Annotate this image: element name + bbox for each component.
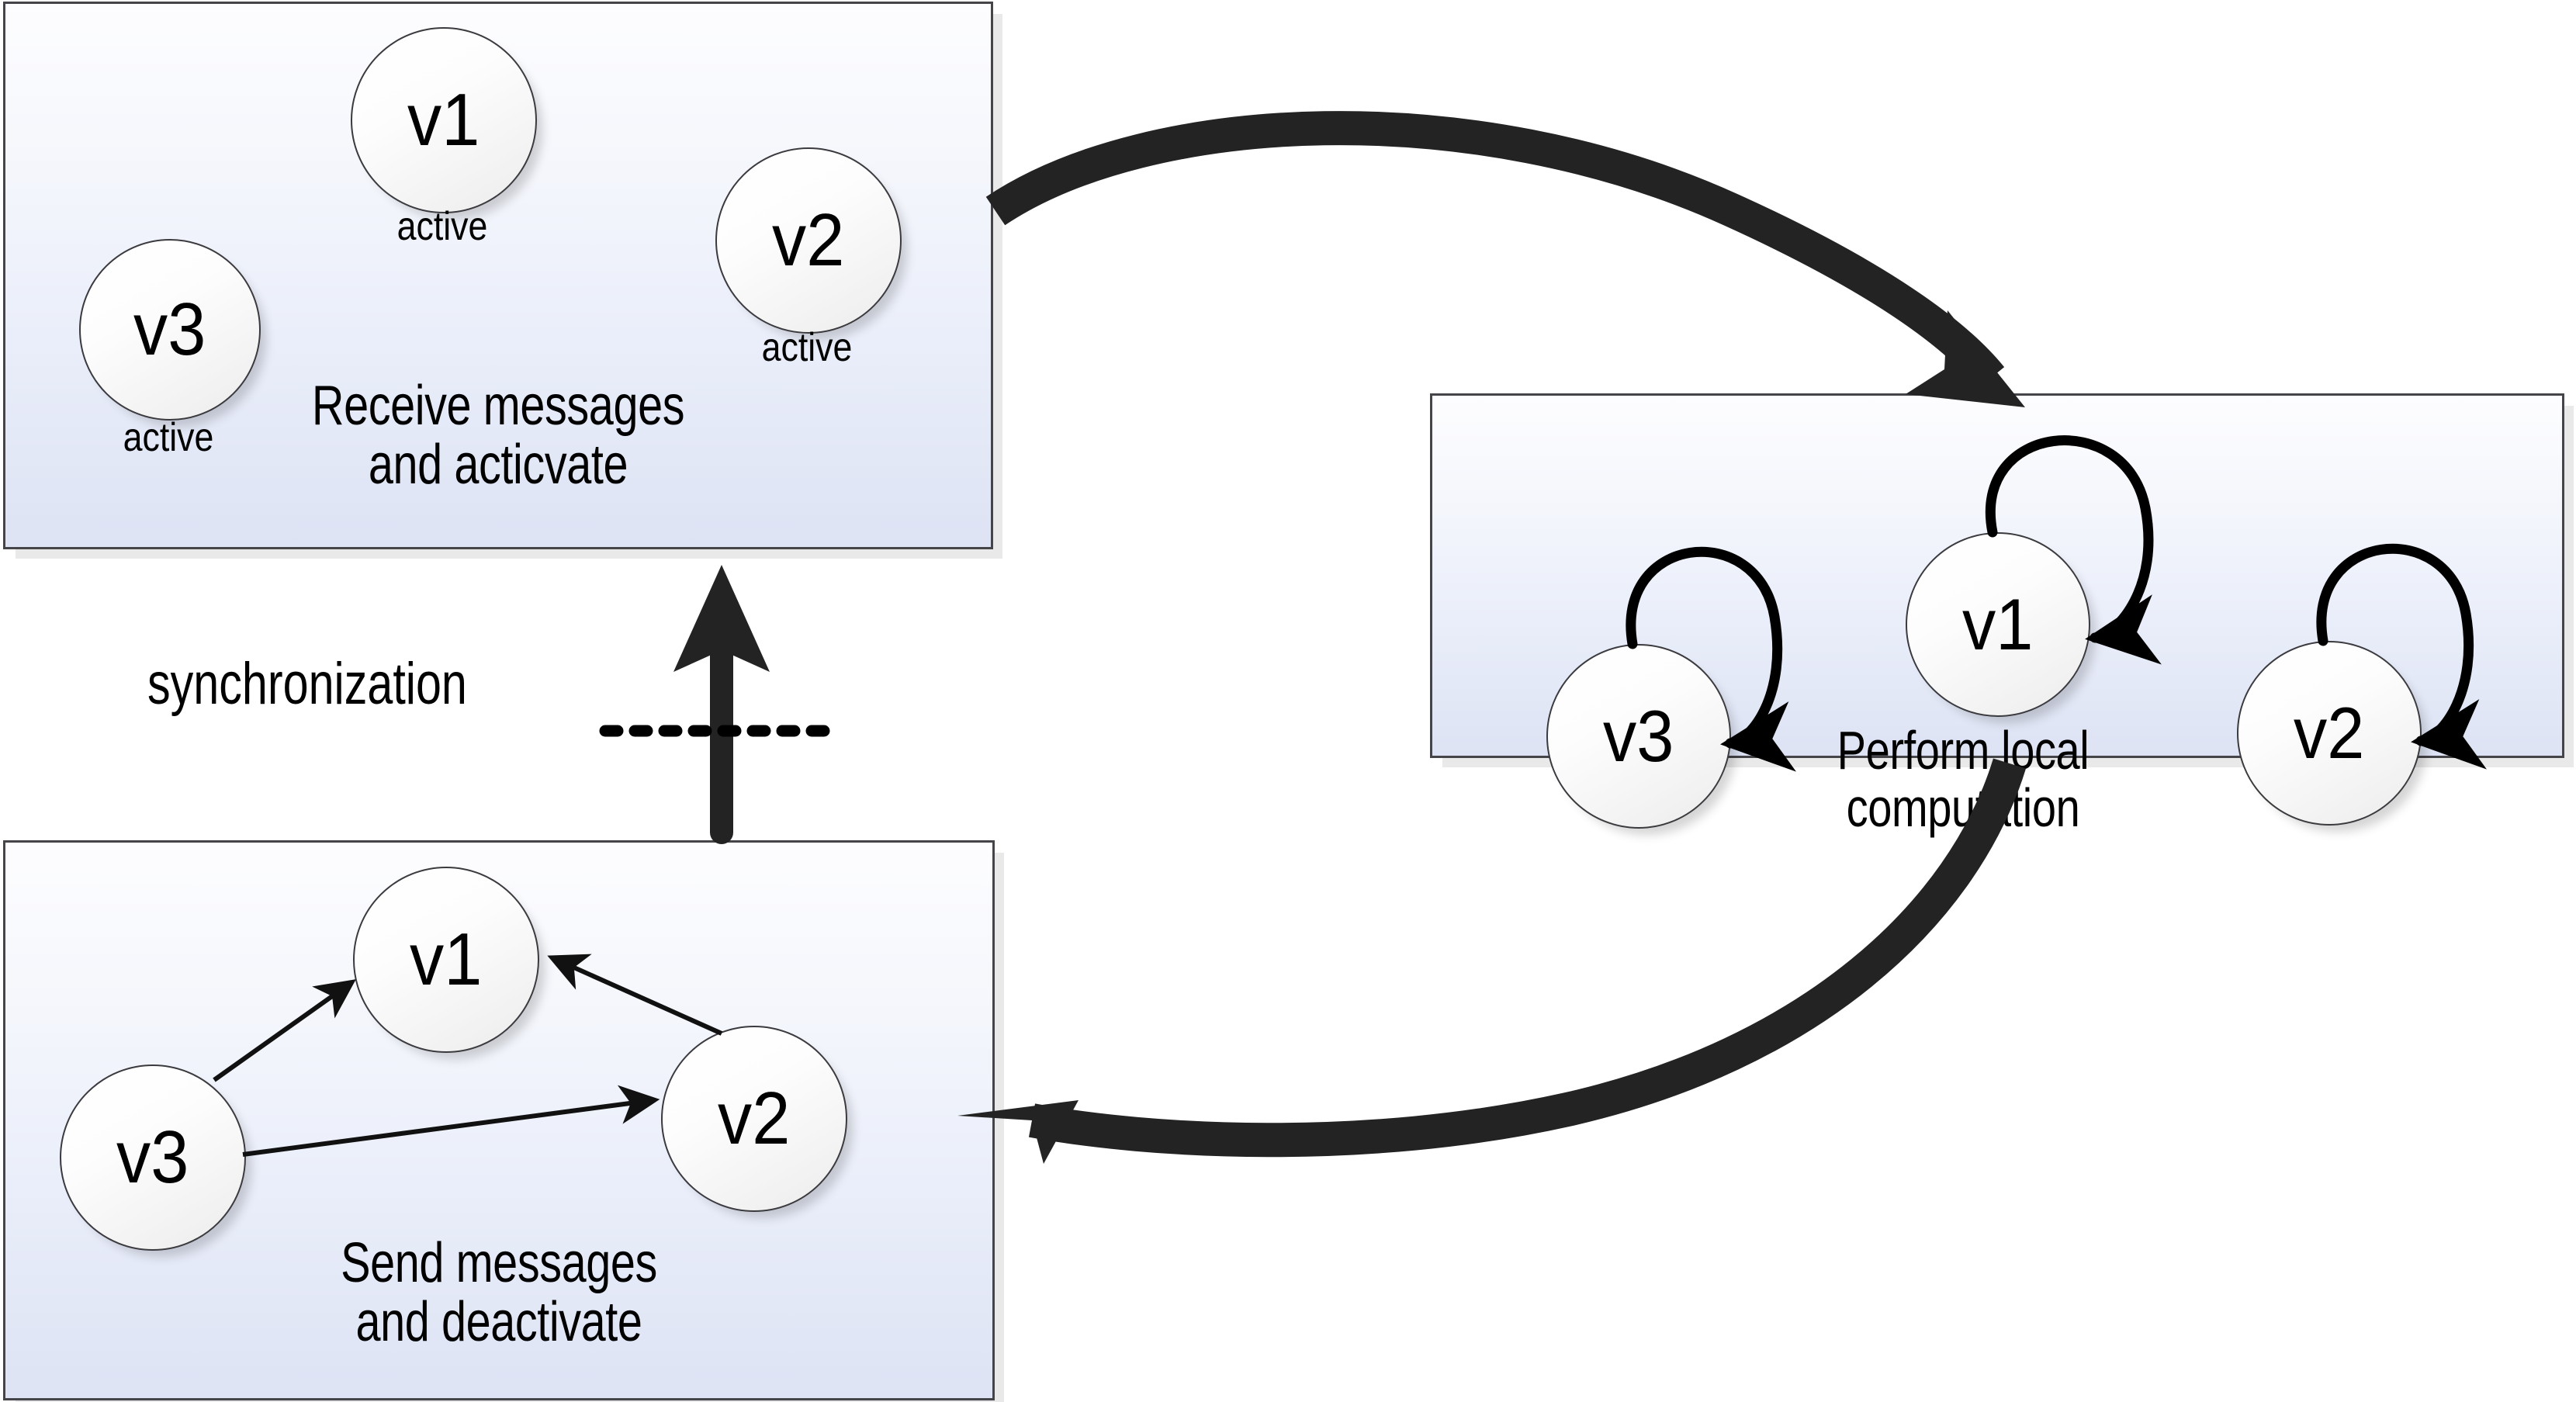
phase-caption-receive-line1: Receive messages	[311, 375, 685, 437]
phase-caption-send: Send messages and deactivate	[102, 1234, 895, 1352]
transition-arrow-receive-to-compute[interactable]	[985, 111, 2025, 407]
phase-caption-receive-line2: and acticvate	[368, 434, 628, 497]
node-receive-v3-state: active	[123, 415, 214, 460]
node-compute-v2-label: v2	[2294, 692, 2365, 774]
phase-caption-send-line2: and deactivate	[355, 1291, 642, 1354]
node-receive-v2[interactable]: v2	[715, 147, 902, 334]
node-compute-v3[interactable]: v3	[1546, 644, 1731, 829]
node-receive-v3-label: v3	[133, 288, 206, 371]
node-compute-v3-label: v3	[1603, 695, 1674, 777]
phase-caption-compute: Perform local computation	[1622, 720, 2304, 839]
node-send-v3[interactable]: v3	[60, 1064, 246, 1251]
phase-caption-send-line1: Send messages	[341, 1232, 657, 1294]
node-receive-v2-state: active	[761, 325, 853, 370]
synchronization-label: synchronization	[147, 651, 467, 717]
compute-self-loop-v2	[2316, 543, 2488, 770]
send-edge-v3-to-v2	[242, 1085, 660, 1157]
node-compute-v1[interactable]: v1	[1906, 532, 2090, 717]
phase-caption-compute-line1: Perform local	[1837, 720, 2090, 781]
node-receive-v1[interactable]: v1	[351, 27, 537, 213]
phase-caption-receive: Receive messages and acticvate	[102, 376, 895, 495]
node-send-v1[interactable]: v1	[353, 867, 539, 1053]
node-compute-v2[interactable]: v2	[2237, 641, 2422, 826]
phase-caption-compute-line2: computation	[1846, 777, 2080, 839]
node-send-v1-label: v1	[410, 918, 483, 1001]
node-send-v3-label: v3	[116, 1116, 189, 1199]
transition-arrow-compute-to-send[interactable]	[957, 758, 2027, 1164]
node-receive-v3[interactable]: v3	[79, 239, 261, 421]
compute-self-loop-v1	[1986, 435, 2162, 665]
node-send-v2[interactable]: v2	[661, 1026, 847, 1212]
node-receive-v1-label: v1	[407, 78, 480, 161]
node-receive-v2-label: v2	[772, 199, 845, 282]
transition-arrow-send-to-receive[interactable]	[673, 565, 770, 844]
node-send-v2-label: v2	[718, 1077, 791, 1160]
send-edge-v2-to-v1	[547, 954, 723, 1036]
send-edge-v3-to-v1	[213, 979, 356, 1082]
node-compute-v1-label: v1	[1962, 583, 2034, 665]
compute-self-loop-v3	[1626, 546, 1797, 772]
node-receive-v1-state: active	[396, 204, 488, 249]
